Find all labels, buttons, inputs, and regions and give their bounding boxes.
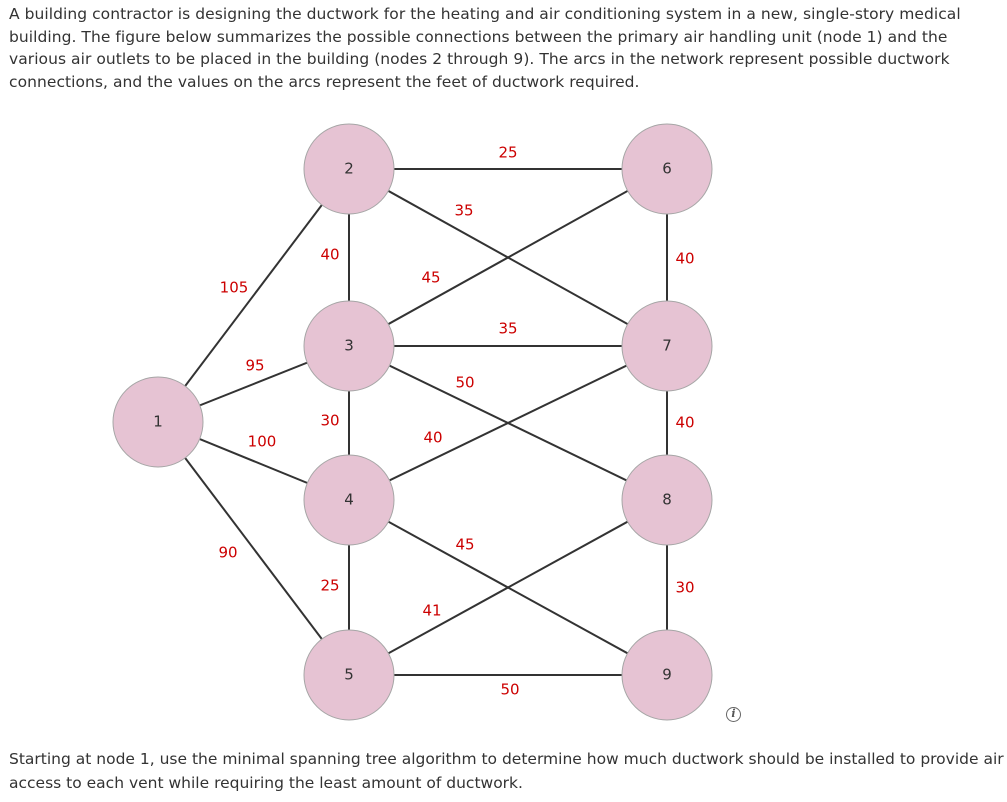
arc-1-5 xyxy=(157,421,350,676)
arc-weight-4-7: 40 xyxy=(423,429,442,447)
node-2-label: 2 xyxy=(344,160,354,178)
arc-weight-3-4: 30 xyxy=(320,412,339,430)
node-7-label: 7 xyxy=(662,337,672,355)
arc-weight-2-7: 35 xyxy=(454,202,473,220)
arc-weight-8-9: 30 xyxy=(675,579,694,597)
node-6: 6 xyxy=(621,123,713,215)
node-9-label: 9 xyxy=(662,666,672,684)
node-2: 2 xyxy=(303,123,395,215)
node-4: 4 xyxy=(303,454,395,546)
node-4-circle xyxy=(303,454,395,546)
arc-weight-2-3: 40 xyxy=(320,246,339,264)
node-1: 1 xyxy=(112,376,204,468)
arc-weight-3-7: 35 xyxy=(498,320,517,338)
node-6-circle xyxy=(621,123,713,215)
arc-weight-1-5: 90 xyxy=(218,544,237,562)
node-4-label: 4 xyxy=(344,491,354,509)
node-1-label: 1 xyxy=(153,413,163,431)
arc-weight-5-8: 41 xyxy=(422,602,441,620)
arc-weight-3-6: 45 xyxy=(421,269,440,287)
arc-weight-4-5: 25 xyxy=(320,577,339,595)
problem-intro: A building contractor is designing the d… xyxy=(9,5,961,91)
arc-4-7 xyxy=(348,345,668,501)
info-icon[interactable]: i xyxy=(726,707,741,722)
arc-weight-2-6: 25 xyxy=(498,144,517,162)
node-5-label: 5 xyxy=(344,666,354,684)
node-3-label: 3 xyxy=(344,337,354,355)
node-3-circle xyxy=(303,300,395,392)
node-5: 5 xyxy=(303,629,395,721)
arc-weight-3-8: 50 xyxy=(455,374,474,392)
arc-5-8 xyxy=(348,499,668,676)
node-9: 9 xyxy=(621,629,713,721)
node-5-circle xyxy=(303,629,395,721)
node-9-circle xyxy=(621,629,713,721)
arc-weight-1-3: 95 xyxy=(245,357,264,375)
node-7-circle xyxy=(621,300,713,392)
arc-weight-1-4: 100 xyxy=(248,433,277,451)
node-8-circle xyxy=(621,454,713,546)
node-7: 7 xyxy=(621,300,713,392)
node-8: 8 xyxy=(621,454,713,546)
arc-weight-4-9: 45 xyxy=(455,536,474,554)
node-3: 3 xyxy=(303,300,395,392)
node-2-circle xyxy=(303,123,395,215)
arc-weight-1-2: 105 xyxy=(220,279,249,297)
arc-weight-7-8: 40 xyxy=(675,414,694,432)
problem-question: Starting at node 1, use the minimal span… xyxy=(9,750,1004,792)
node-6-label: 6 xyxy=(662,160,672,178)
node-1-circle xyxy=(112,376,204,468)
node-8-label: 8 xyxy=(662,491,672,509)
arc-1-2 xyxy=(157,168,350,423)
arc-weight-5-9: 50 xyxy=(500,681,519,699)
network-arcs xyxy=(157,168,668,676)
arc-3-6 xyxy=(348,168,668,347)
arc-weight-6-7: 40 xyxy=(675,250,694,268)
